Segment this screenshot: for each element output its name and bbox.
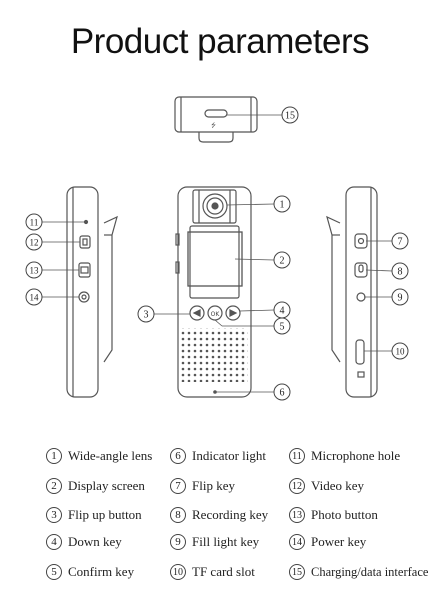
svg-text:10: 10 — [396, 347, 406, 357]
legend-item-flip-up-button: 3 Flip up button — [46, 504, 142, 526]
legend-label: Indicator light — [192, 448, 267, 463]
legend-item-fill-light-key: 9 Fill light key — [170, 531, 259, 553]
callout-3: 3 — [137, 305, 155, 323]
svg-text:2: 2 — [280, 256, 285, 267]
legend-item-confirm-key: 5 Confirm key — [46, 561, 134, 583]
flip-key-icon — [354, 233, 368, 249]
down-key-icon — [225, 305, 241, 321]
legend-number: 7 — [170, 478, 186, 494]
legend-item-recording-key: 8 Recording key — [170, 504, 268, 526]
leader-lines — [42, 114, 393, 393]
legend-number: 4 — [46, 534, 62, 550]
callout-9: 9 — [391, 288, 409, 306]
svg-text:⭍: ⭍ — [211, 121, 216, 129]
svg-text:12: 12 — [30, 238, 39, 248]
legend-item-photo-button: 13 Photo button — [289, 504, 378, 526]
svg-text:4: 4 — [280, 306, 285, 317]
legend-label: Power key — [311, 534, 367, 549]
legend-label: Flip up button — [68, 507, 142, 522]
callout-11: 11 — [25, 213, 43, 231]
device-top-view: ⭍ — [174, 96, 258, 143]
indicator-light-icon — [213, 390, 217, 394]
callout-5: 5 — [273, 317, 291, 335]
callout-1: 1 — [273, 195, 291, 213]
ok-key-label: OK — [211, 311, 221, 318]
callout-15: 15 — [281, 106, 299, 124]
legend-item-display-screen: 2 Display screen — [46, 475, 145, 497]
device-front-view — [175, 186, 252, 398]
callout-13: 13 — [25, 261, 43, 279]
legend-label: Display screen — [68, 478, 145, 493]
callout-12: 12 — [25, 233, 43, 251]
legend-label: Fill light key — [192, 534, 260, 549]
legend-number: 8 — [170, 507, 186, 523]
legend-number: 12 — [289, 478, 305, 494]
callout-10: 10 — [391, 342, 409, 360]
legend-item-flip-key: 7 Flip key — [170, 475, 235, 497]
callout-2: 2 — [273, 251, 291, 269]
power-key-icon — [78, 291, 90, 303]
svg-text:14: 14 — [30, 293, 40, 303]
callout-4: 4 — [273, 301, 291, 319]
microphone-hole-icon — [83, 219, 89, 225]
callouts: 15 1 2 3 4 5 6 7 8 9 10 11 12 13 14 — [25, 106, 409, 401]
device-diagram: ⭍ OK — [25, 96, 409, 401]
legend-item-microphone-hole: 11 Microphone hole — [289, 445, 400, 467]
callout-8: 8 — [391, 262, 409, 280]
svg-text:3: 3 — [144, 310, 149, 321]
legend-label: Microphone hole — [311, 448, 401, 463]
legend-item-indicator-light: 6 Indicator light — [170, 445, 266, 467]
callout-7: 7 — [391, 232, 409, 250]
svg-text:5: 5 — [280, 322, 285, 333]
legend-item-power-key: 14 Power key — [289, 531, 366, 553]
flip-up-button-icon — [189, 305, 205, 321]
display-screen — [187, 231, 243, 287]
legend-number: 9 — [170, 534, 186, 550]
callout-14: 14 — [25, 288, 43, 306]
svg-text:1: 1 — [280, 200, 285, 211]
legend-number: 15 — [289, 564, 305, 580]
svg-text:13: 13 — [30, 266, 40, 276]
fill-light-key-icon — [356, 292, 366, 302]
legend-label: Charging/data interface — [311, 564, 429, 579]
legend-item-video-key: 12 Video key — [289, 475, 364, 497]
legend: 1 Wide-angle lens 2 Display screen 3 Fli… — [0, 440, 440, 600]
legend-number: 14 — [289, 534, 305, 550]
legend-label: Flip key — [192, 478, 235, 493]
legend-item-tf-card-slot: 10 TF card slot — [170, 561, 255, 583]
legend-number: 2 — [46, 478, 62, 494]
svg-text:9: 9 — [398, 293, 403, 304]
device-right-view — [326, 186, 378, 398]
legend-label: Photo button — [311, 507, 378, 522]
legend-number: 13 — [289, 507, 305, 523]
page-title: Product parameters — [70, 22, 370, 61]
legend-number: 1 — [46, 448, 62, 464]
legend-label: Wide-angle lens — [68, 448, 153, 463]
svg-text:6: 6 — [280, 388, 285, 399]
tf-card-slot — [355, 339, 365, 365]
callout-6: 6 — [273, 383, 291, 401]
svg-text:7: 7 — [398, 237, 403, 248]
speaker-grill — [181, 328, 248, 382]
legend-number: 6 — [170, 448, 186, 464]
legend-label: Video key — [311, 478, 365, 493]
svg-text:11: 11 — [30, 218, 39, 228]
legend-label: Down key — [68, 534, 122, 549]
legend-label: Recording key — [192, 507, 269, 522]
legend-item-down-key: 4 Down key — [46, 531, 122, 553]
svg-text:8: 8 — [398, 267, 403, 278]
legend-label: TF card slot — [192, 564, 255, 579]
legend-number: 5 — [46, 564, 62, 580]
legend-number: 10 — [170, 564, 186, 580]
video-key-icon — [79, 235, 91, 249]
legend-label: Confirm key — [68, 564, 135, 579]
wide-angle-lens-icon — [202, 193, 228, 219]
legend-number: 3 — [46, 507, 62, 523]
svg-text:15: 15 — [285, 111, 295, 122]
device-left-view — [66, 186, 118, 398]
legend-number: 11 — [289, 448, 305, 464]
legend-item-wide-angle-lens: 1 Wide-angle lens — [46, 445, 152, 467]
legend-item-charging-data-interface: 15 Charging/data interface — [289, 561, 428, 583]
